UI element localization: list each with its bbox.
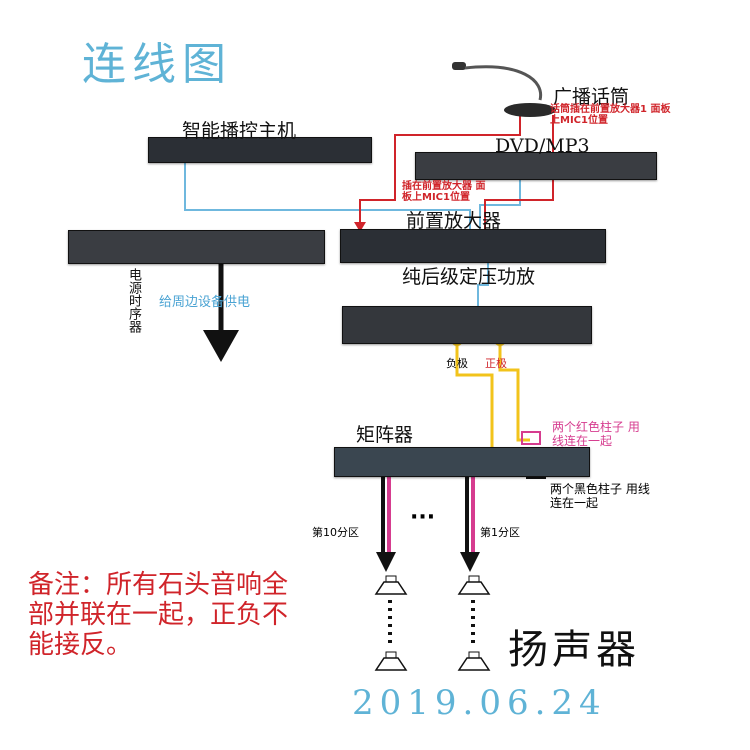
diagram-date: 2019.06.24 <box>352 683 607 723</box>
mic-plug-note: 话筒插在前置放大器1 面板上MIC1位置 <box>550 104 671 126</box>
zone-ellipsis: ··· <box>410 505 436 530</box>
mic-label: 广播话筒 <box>553 86 630 108</box>
speaker-icon <box>457 651 491 671</box>
microphone-icon <box>452 62 556 117</box>
preamp-to-amp-cable <box>477 262 489 318</box>
zone10-arrow <box>376 552 396 572</box>
power-label: 电源时序器 <box>126 268 141 333</box>
matrix-label: 矩阵器 <box>356 424 414 446</box>
zone1-label: 第1分区 <box>480 526 520 539</box>
speakers-label: 扬声器 <box>508 627 640 673</box>
dvd-plug-note: 插在前置放大器 面板上MIC1位置 <box>402 181 486 203</box>
page-title: 连线图 <box>82 39 232 90</box>
speaker-icon <box>374 651 408 671</box>
dvd-to-preamp-cable <box>479 178 521 232</box>
zone10-label: 第10分区 <box>312 526 359 539</box>
preamp-label: 前置放大器 <box>406 210 502 232</box>
matrix-device <box>334 447 590 477</box>
red-posts-note: 两个红色柱子 用线连在一起 <box>552 420 640 448</box>
negative-label: 负极 <box>446 357 468 370</box>
speaker-icon <box>374 575 408 595</box>
mic-cable <box>359 112 521 225</box>
host-to-preamp-cable <box>184 160 471 232</box>
dvd-device <box>415 152 657 180</box>
amp-device <box>342 306 592 344</box>
speaker-icon <box>457 575 491 595</box>
remark-note: 备注：所有石头音响全部并联在一起，正负不能接反。 <box>28 570 289 660</box>
mic-cable-arrow <box>354 222 366 232</box>
positive-label: 正极 <box>485 357 507 370</box>
black-posts-note: 两个黑色柱子 用线连在一起 <box>550 482 650 510</box>
preamp-device <box>340 229 606 263</box>
amp-label: 纯后级定压功放 <box>402 266 536 288</box>
down-arrow-icon <box>203 330 239 362</box>
dvd-label: DVD/MP3 <box>495 135 590 157</box>
power-sequencer-device <box>68 230 325 264</box>
red-post-link <box>521 431 541 445</box>
host-label: 智能播控主机 <box>182 120 297 142</box>
host-device <box>148 137 372 163</box>
zone1-arrow <box>460 552 480 572</box>
power-supply-note: 给周边设备供电 <box>159 295 251 310</box>
